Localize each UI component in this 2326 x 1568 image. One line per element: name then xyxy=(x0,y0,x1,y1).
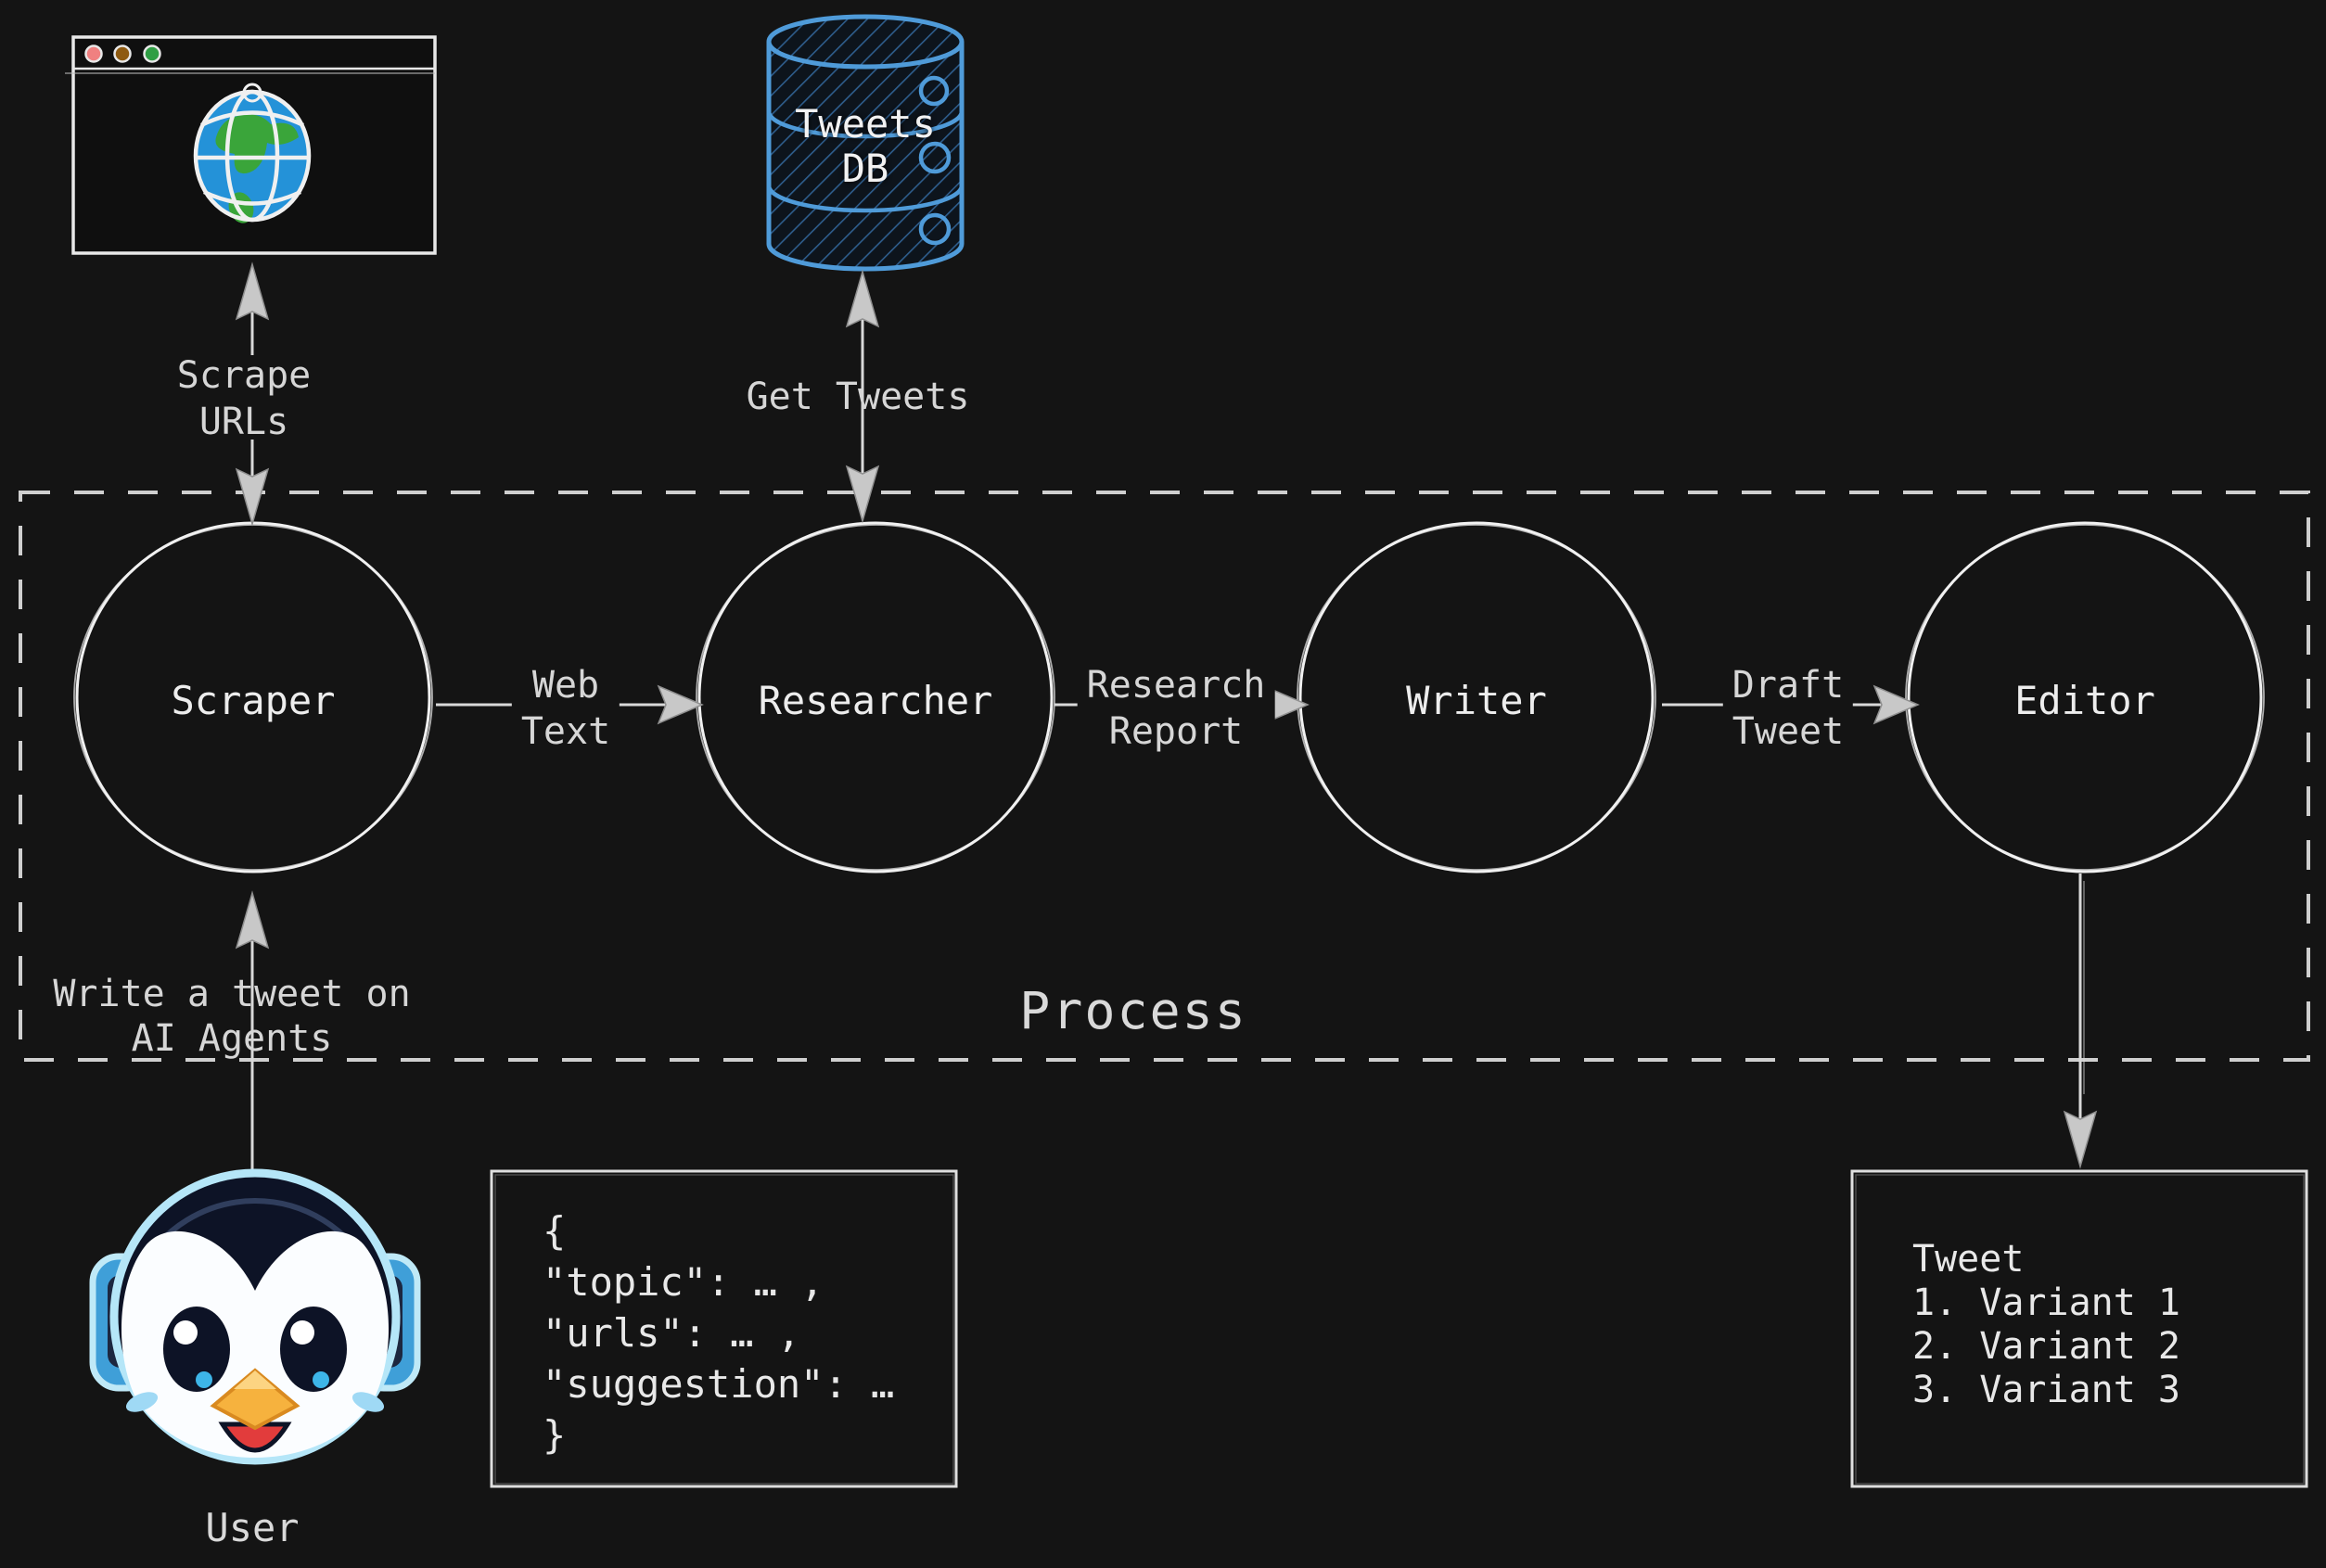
arrow-editor-output xyxy=(2063,873,2098,1169)
node-writer-circle xyxy=(1297,521,1656,873)
arrow-scrape-urls xyxy=(235,261,270,527)
process-box-label: Process xyxy=(1019,981,1247,1040)
tweet-output-text: Tweet 1. Variant 1 2. Variant 2 3. Varia… xyxy=(1912,1238,2180,1411)
arrow-user-request xyxy=(235,890,270,1171)
globe-icon xyxy=(193,83,312,223)
database-label: Tweets DB xyxy=(795,101,936,191)
user-label: User xyxy=(205,1505,300,1550)
tweet-output-box xyxy=(1850,1169,2308,1488)
node-label-researcher: Researcher xyxy=(758,678,993,723)
edge-label-scrape-urls: Scrape URLs xyxy=(176,354,312,443)
traffic-light-icons xyxy=(84,45,161,63)
edge-label-draft-tweet: Draft Tweet xyxy=(1722,660,1854,757)
edge-label-research-report: Research Report xyxy=(1077,660,1275,757)
arrow-get-tweets xyxy=(845,269,880,524)
node-label-scraper: Scraper xyxy=(171,678,336,723)
node-label-editor: Editor xyxy=(2014,678,2155,723)
json-payload-text: { "topic": … , "urls": … , "suggestion":… xyxy=(543,1208,895,1458)
browser-window xyxy=(65,35,437,255)
user-avatar-penguin xyxy=(89,1168,421,1465)
database-cylinder-icon xyxy=(766,14,965,272)
traffic-light-red-icon xyxy=(84,45,103,63)
edge-label-web-text: Web Text xyxy=(511,660,620,757)
edge-label-user-request: Write a tweet on AI Agents xyxy=(53,973,411,1060)
json-payload-box xyxy=(490,1169,958,1488)
node-label-writer: Writer xyxy=(1406,678,1547,723)
traffic-light-green-icon xyxy=(143,45,161,63)
traffic-light-orange-icon xyxy=(113,45,132,63)
process-dashed-box xyxy=(19,491,2310,1062)
edge-label-get-tweets: Get Tweets xyxy=(746,376,970,418)
